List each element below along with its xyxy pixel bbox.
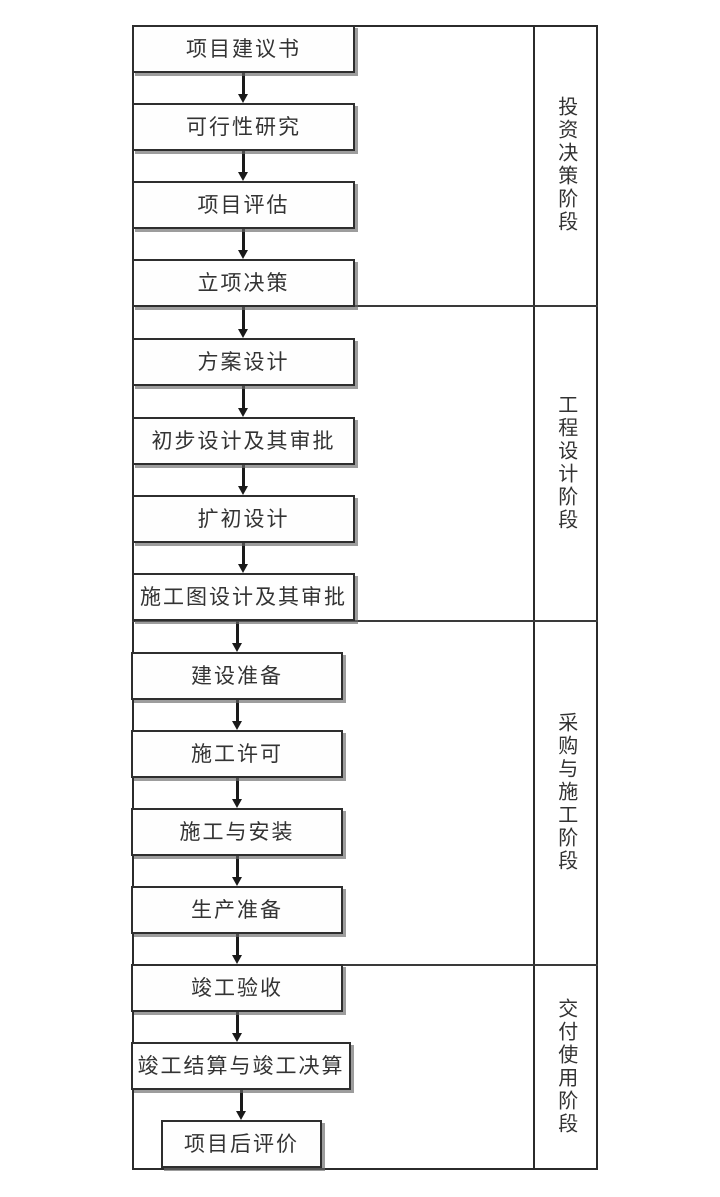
arrow-head-icon	[232, 877, 242, 886]
node-label: 方案设计	[197, 349, 290, 374]
arrow-shaft	[242, 151, 245, 172]
node-label: 施工图设计及其审批	[140, 584, 347, 609]
arrow-shaft	[240, 1090, 243, 1111]
arrow-n5-n6	[238, 386, 248, 417]
process-node-project-approval-decision[interactable]: 立项决策	[132, 259, 355, 307]
arrow-n6-n7	[238, 465, 248, 495]
arrow-n13-n14	[232, 1012, 242, 1042]
node-label: 可行性研究	[186, 114, 301, 139]
arrow-n10-n11	[232, 778, 242, 808]
arrow-head-icon	[232, 955, 242, 964]
process-node-construction-installation[interactable]: 施工与安装	[131, 808, 343, 856]
process-node-extended-preliminary-design[interactable]: 扩初设计	[132, 495, 355, 543]
process-node-project-proposal[interactable]: 项目建议书	[132, 25, 355, 73]
process-node-construction-preparation[interactable]: 建设准备	[131, 652, 343, 700]
phase-label-text: 投资决策阶段	[554, 96, 577, 234]
node-label: 竣工结算与竣工决算	[137, 1053, 345, 1078]
node-label: 立项决策	[197, 270, 290, 295]
arrow-head-icon	[238, 486, 248, 495]
process-node-preliminary-design-approval[interactable]: 初步设计及其审批	[132, 417, 355, 465]
phase-label-delivery-use: 交付使用阶段	[533, 964, 598, 1170]
arrow-head-icon	[238, 564, 248, 573]
node-label: 施工许可	[191, 741, 283, 766]
arrow-shaft	[242, 543, 245, 564]
process-node-construction-permit[interactable]: 施工许可	[131, 730, 343, 778]
arrow-head-icon	[238, 329, 248, 338]
arrow-head-icon	[232, 721, 242, 730]
arrow-shaft	[242, 307, 245, 329]
node-label: 建设准备	[191, 663, 283, 688]
process-node-final-settlement-accounts[interactable]: 竣工结算与竣工决算	[131, 1042, 351, 1090]
process-node-scheme-design[interactable]: 方案设计	[132, 338, 355, 386]
node-label: 初步设计及其审批	[151, 428, 336, 453]
arrow-head-icon	[238, 172, 248, 181]
arrow-n9-n10	[232, 700, 242, 730]
phase-label-text: 交付使用阶段	[554, 998, 577, 1136]
arrow-shaft	[236, 621, 239, 643]
arrow-n4-n5	[238, 307, 248, 338]
arrow-head-icon	[232, 1033, 242, 1042]
arrow-head-icon	[232, 799, 242, 808]
process-node-completion-acceptance[interactable]: 竣工验收	[131, 964, 343, 1012]
node-label: 施工与安装	[179, 819, 295, 844]
node-label: 项目建议书	[186, 36, 301, 61]
process-node-post-project-evaluation[interactable]: 项目后评价	[161, 1120, 322, 1168]
arrow-n3-n4	[238, 229, 248, 259]
phase-row-divider-2	[132, 620, 598, 622]
node-label: 生产准备	[191, 897, 283, 922]
arrow-shaft	[242, 229, 245, 250]
arrow-head-icon	[236, 1111, 246, 1120]
arrow-shaft	[236, 1012, 239, 1033]
arrow-n1-n2	[238, 73, 248, 103]
process-node-construction-drawing-approval[interactable]: 施工图设计及其审批	[132, 573, 355, 621]
arrow-n12-n13	[232, 934, 242, 964]
node-label: 竣工验收	[191, 975, 283, 1000]
phase-label-procurement-construction: 采购与施工阶段	[533, 620, 598, 964]
arrow-head-icon	[238, 250, 248, 259]
phase-column-divider	[533, 25, 535, 1170]
phase-label-text: 采购与施工阶段	[554, 711, 577, 873]
phase-row-divider-3	[132, 964, 598, 966]
arrow-n11-n12	[232, 856, 242, 886]
phase-row-divider-1	[132, 305, 598, 307]
arrow-n7-n8	[238, 543, 248, 573]
phase-label-investment-decision: 投资决策阶段	[533, 25, 598, 305]
arrow-head-icon	[232, 643, 242, 652]
arrow-head-icon	[238, 408, 248, 417]
node-label: 项目后评价	[184, 1131, 299, 1156]
arrow-shaft	[236, 700, 239, 721]
arrow-shaft	[236, 778, 239, 799]
process-node-production-preparation[interactable]: 生产准备	[131, 886, 343, 934]
phase-label-text: 工程设计阶段	[554, 393, 577, 532]
arrow-shaft	[242, 465, 245, 486]
arrow-shaft	[242, 73, 245, 94]
process-node-feasibility-study[interactable]: 可行性研究	[132, 103, 355, 151]
arrow-shaft	[236, 934, 239, 955]
phase-label-engineering-design: 工程设计阶段	[533, 305, 598, 620]
node-label: 扩初设计	[197, 506, 290, 531]
arrow-shaft	[236, 856, 239, 877]
arrow-n8-n9	[232, 621, 242, 652]
process-node-project-evaluation[interactable]: 项目评估	[132, 181, 355, 229]
arrow-n14-n15	[236, 1090, 246, 1120]
arrow-shaft	[242, 386, 245, 408]
arrow-head-icon	[238, 94, 248, 103]
arrow-n2-n3	[238, 151, 248, 181]
node-label: 项目评估	[197, 192, 290, 217]
